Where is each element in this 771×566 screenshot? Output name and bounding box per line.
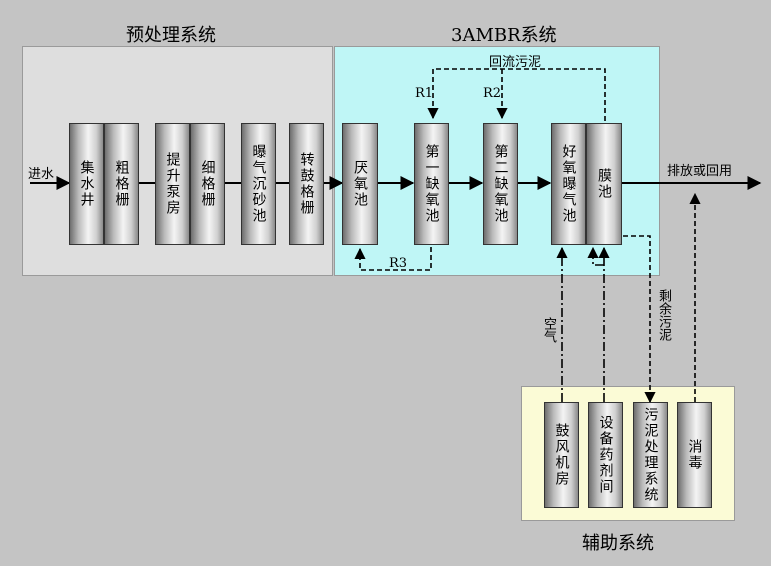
chemical-to-membrane-line: [587, 246, 604, 266]
chemical-room-unit: 设备药剂间: [588, 402, 623, 508]
blower-room-unit: 鼓风机房: [544, 402, 579, 508]
return-sludge-line: [427, 68, 606, 121]
influent-label: 进水: [28, 167, 55, 182]
aerobic-tank-unit: 好氧曝气池: [551, 123, 586, 245]
auxiliary-system-title: 辅助系统: [582, 533, 654, 554]
pretreatment-system-title: 预处理系统: [126, 25, 216, 46]
membrane-tank-unit: 膜池: [586, 123, 622, 245]
r3-label: R3: [389, 256, 408, 271]
collection-well-unit: 集水井: [69, 123, 104, 245]
ambr-system-title: 3AMBR系统: [451, 25, 557, 46]
effluent-label: 排放或回用: [667, 164, 733, 179]
fine-screen-unit: 细格栅: [190, 123, 225, 245]
anoxic-tank-2-unit: 第二缺氧池: [483, 123, 518, 245]
disinfection-unit: 消毒: [677, 402, 712, 508]
coarse-screen-unit: 粗格栅: [104, 123, 139, 245]
excess-sludge-line: [623, 235, 656, 404]
r1-label: R1: [415, 86, 434, 101]
lift-pump-room-unit: 提升泵房: [155, 123, 190, 245]
aerated-grit-chamber-unit: 曝气沉砂池: [241, 123, 276, 245]
return-sludge-label: 回流污泥: [489, 55, 542, 70]
anoxic-tank-1-unit: 第一缺氧池: [414, 123, 449, 245]
r3-return-line: [354, 247, 432, 271]
anaerobic-tank-unit: 厌氧池: [342, 123, 378, 245]
drum-screen-unit: 转鼓格栅: [289, 123, 324, 245]
r2-label: R2: [483, 86, 502, 101]
excess-sludge-label: 剩余污泥: [656, 289, 671, 341]
sludge-treatment-unit: 污泥处理系统: [633, 402, 668, 508]
air-label: 空气: [541, 317, 556, 343]
